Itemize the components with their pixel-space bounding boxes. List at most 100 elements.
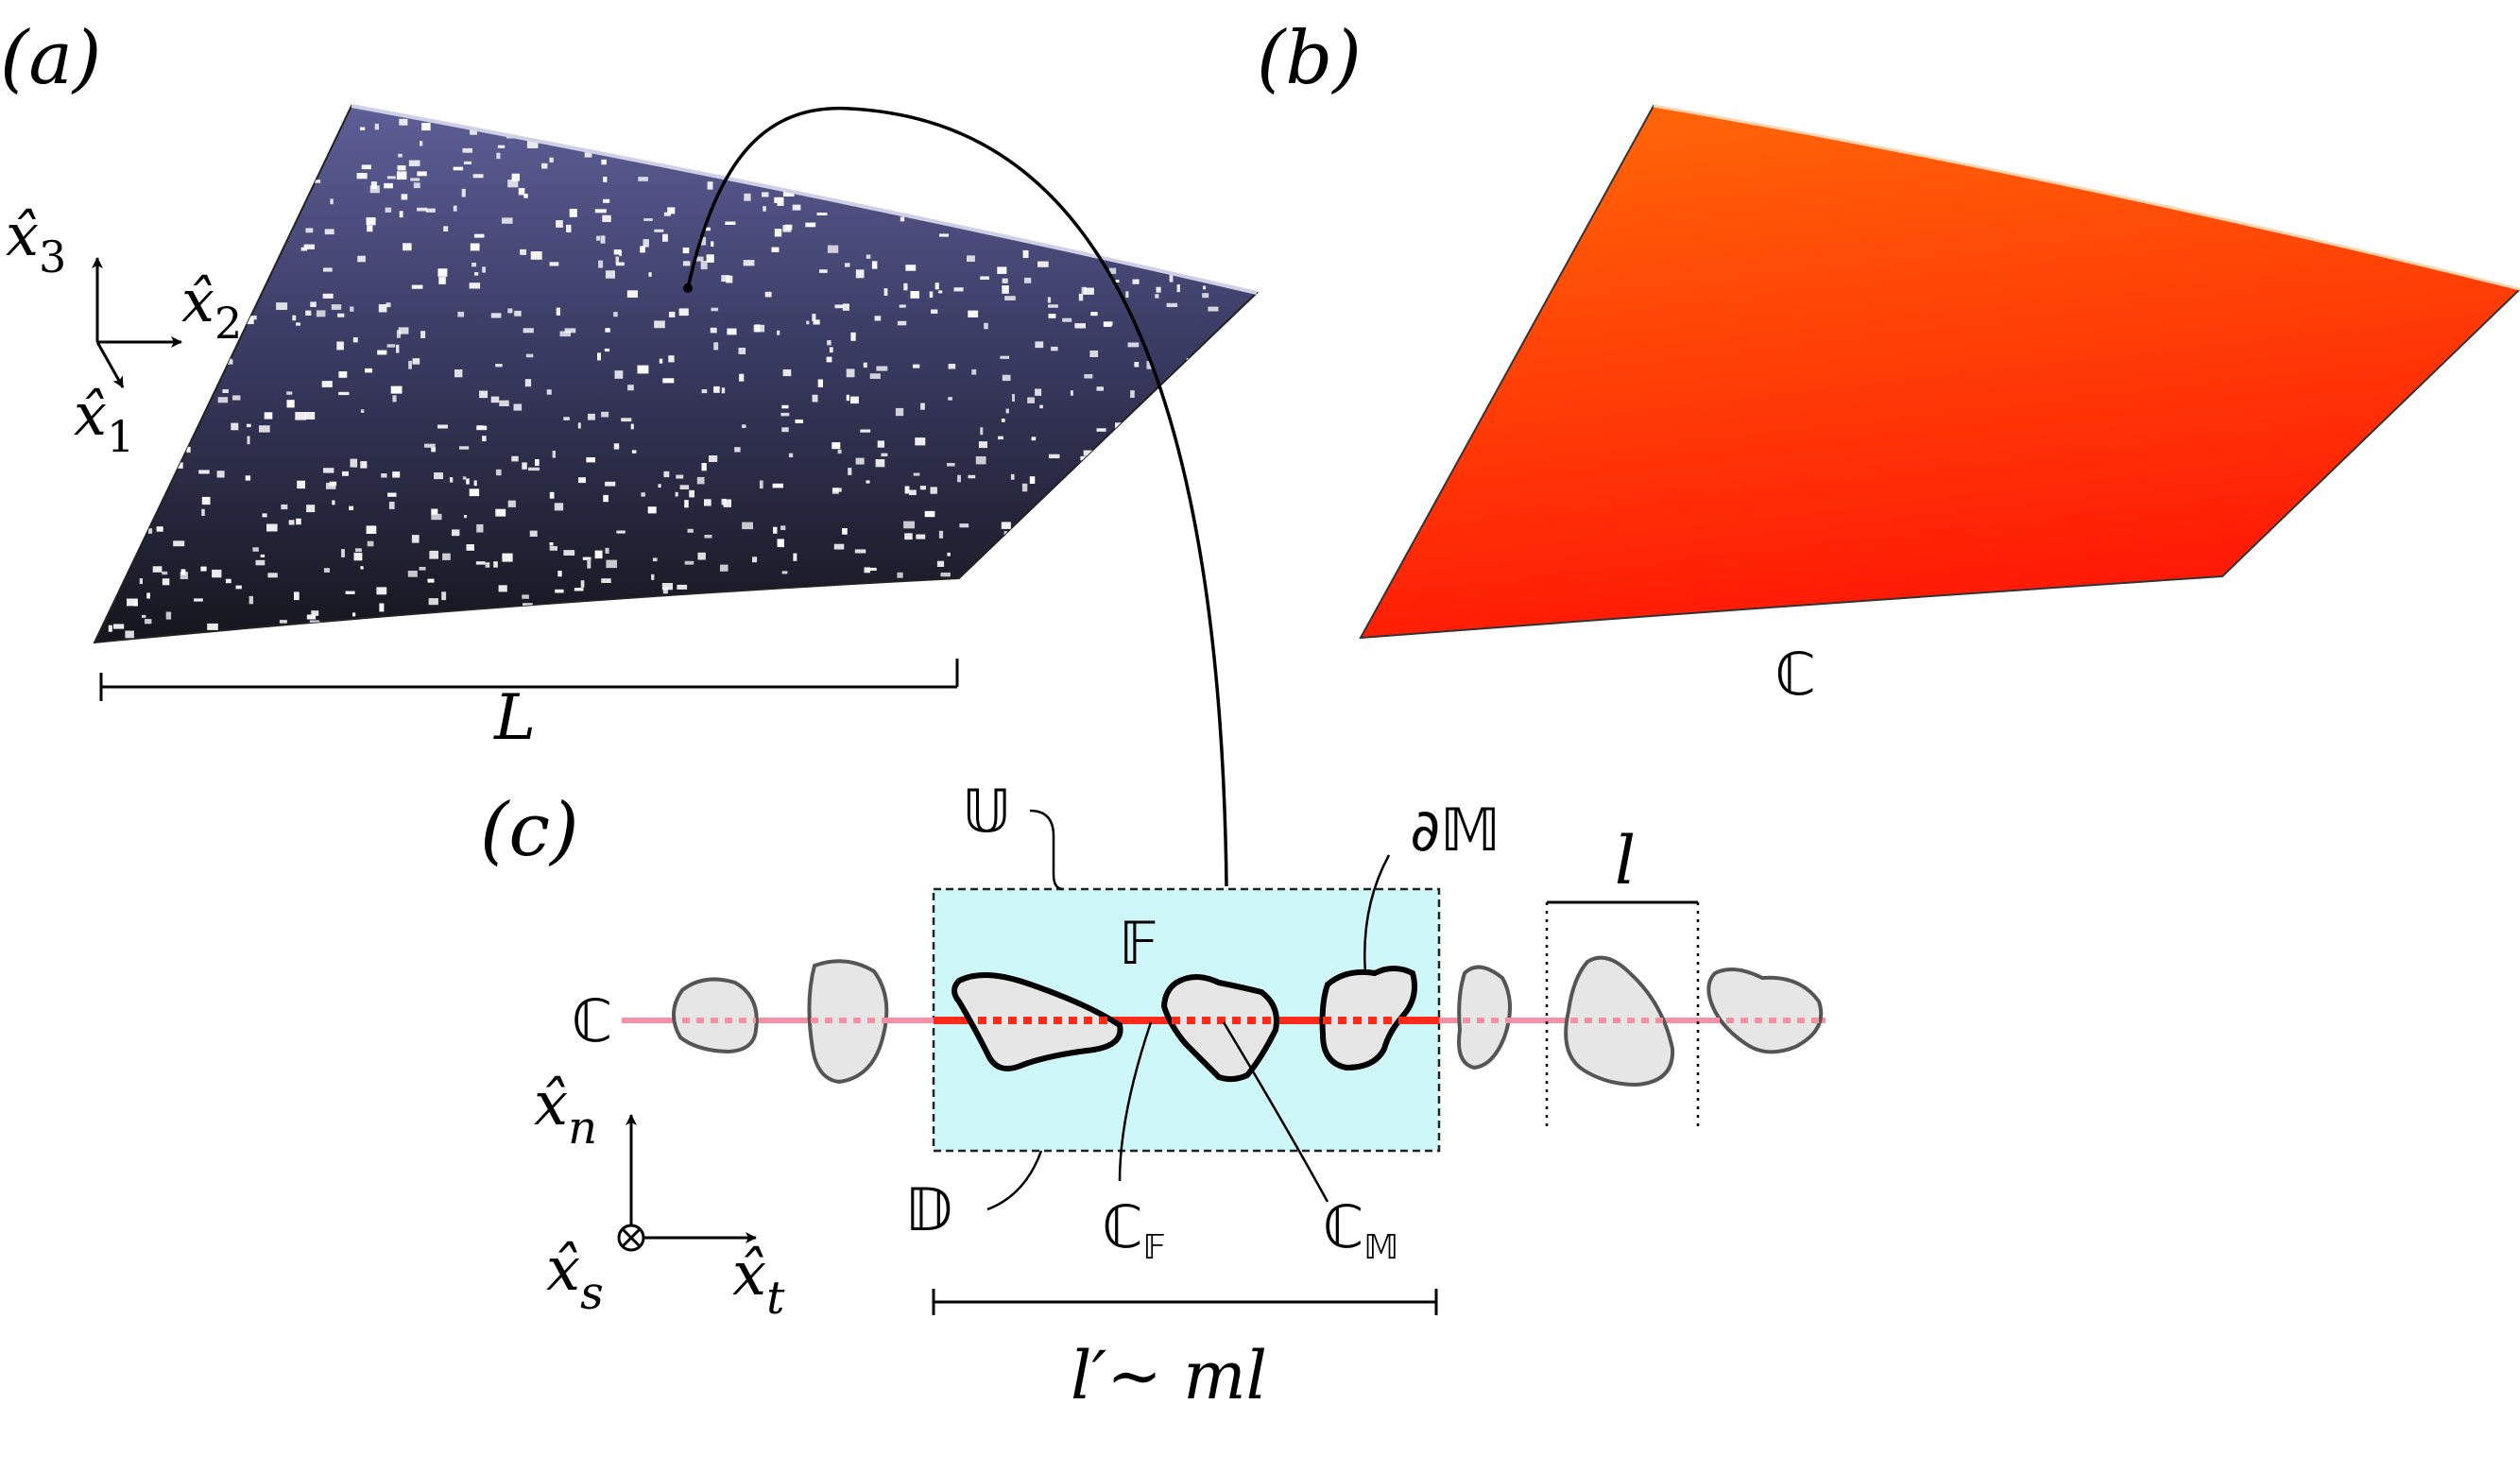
speckle: [338, 371, 348, 378]
speckle: [361, 164, 371, 170]
speckle: [1002, 285, 1009, 294]
speckle: [300, 247, 308, 251]
speckle: [425, 208, 436, 213]
speckle: [266, 523, 278, 532]
speckle: [501, 638, 509, 642]
speckle: [556, 220, 563, 228]
speckle: [786, 597, 791, 602]
speckle: [687, 528, 694, 533]
speckle: [1013, 557, 1024, 566]
speckle: [441, 591, 447, 601]
speckle: [991, 550, 999, 554]
speckle: [365, 368, 372, 373]
speckle: [296, 116, 300, 124]
speckle: [855, 269, 865, 279]
speckle: [873, 190, 880, 197]
speckle: [855, 457, 865, 465]
speckle: [904, 533, 913, 540]
speckle: [523, 194, 528, 198]
speckle: [871, 148, 880, 157]
leaders: [986, 809, 1391, 1211]
speckle: [529, 530, 538, 537]
speckle: [727, 328, 737, 335]
speckle: [461, 188, 466, 197]
speckle: [601, 159, 607, 165]
speckle: [875, 632, 883, 639]
speckle: [1182, 433, 1186, 437]
speckle: [668, 355, 675, 363]
speckle: [631, 450, 637, 454]
speckle: [1211, 180, 1220, 185]
speckle: [386, 344, 396, 348]
speckle: [1173, 259, 1179, 264]
speckle: [438, 277, 446, 284]
speckle: [207, 623, 218, 630]
speckle: [927, 620, 936, 624]
speckle: [831, 488, 839, 494]
speckle: [1120, 137, 1131, 145]
speckle: [707, 646, 717, 655]
speckle: [910, 291, 919, 299]
speckle: [1181, 533, 1192, 539]
speckle: [726, 630, 735, 637]
speckle: [168, 110, 178, 114]
speckle: [1078, 484, 1083, 491]
speckle: [1234, 450, 1242, 456]
speckle: [376, 587, 387, 595]
smeared-crack-surface-b: [1359, 104, 2520, 640]
speckle: [125, 278, 130, 286]
speckle: [1125, 291, 1129, 298]
speckle: [495, 508, 506, 517]
speckle: [1005, 408, 1009, 414]
speckle: [1128, 186, 1132, 194]
speckle: [366, 525, 377, 534]
speckle: [257, 253, 269, 261]
speckle: [321, 381, 333, 387]
speckle: [200, 566, 207, 572]
speckle: [408, 360, 412, 369]
speckle: [1209, 193, 1221, 197]
speckle: [1245, 591, 1256, 594]
speckle: [881, 453, 888, 457]
surface-label-C: ℂ: [1774, 640, 1815, 709]
speckle: [336, 341, 344, 351]
speckle: [846, 368, 855, 378]
speckle: [1089, 144, 1101, 151]
speckle: [151, 191, 162, 197]
speckle: [1237, 226, 1243, 232]
speckle: [1229, 534, 1239, 542]
speckle: [569, 209, 577, 217]
speckle: [867, 567, 877, 571]
speckle: [605, 547, 609, 554]
speckle: [367, 225, 373, 232]
speckle: [781, 427, 789, 433]
speckle: [849, 626, 858, 632]
speckle: [1238, 372, 1244, 377]
speckle: [388, 502, 395, 509]
speckle: [1083, 450, 1093, 456]
speckle: [850, 396, 859, 404]
speckle: [97, 469, 107, 477]
speckle: [431, 508, 438, 515]
speckle: [1232, 150, 1236, 157]
speckle: [1124, 176, 1135, 183]
speckle: [341, 549, 345, 557]
speckle: [1185, 157, 1193, 163]
speckle: [1004, 635, 1008, 640]
speckle: [379, 603, 385, 612]
speckle: [869, 373, 881, 379]
speckle: [1111, 150, 1118, 154]
speckle: [828, 180, 838, 183]
speckle: [507, 308, 513, 314]
speckle: [267, 573, 278, 578]
speckle: [296, 518, 301, 525]
speckle: [1070, 184, 1080, 188]
speckle: [476, 523, 484, 533]
speckle: [1178, 417, 1188, 421]
speckle: [259, 425, 270, 433]
speckle: [396, 171, 407, 180]
speckle: [1127, 206, 1139, 211]
speckle: [1221, 187, 1232, 191]
speckle: [170, 149, 179, 156]
speckle: [476, 425, 488, 431]
